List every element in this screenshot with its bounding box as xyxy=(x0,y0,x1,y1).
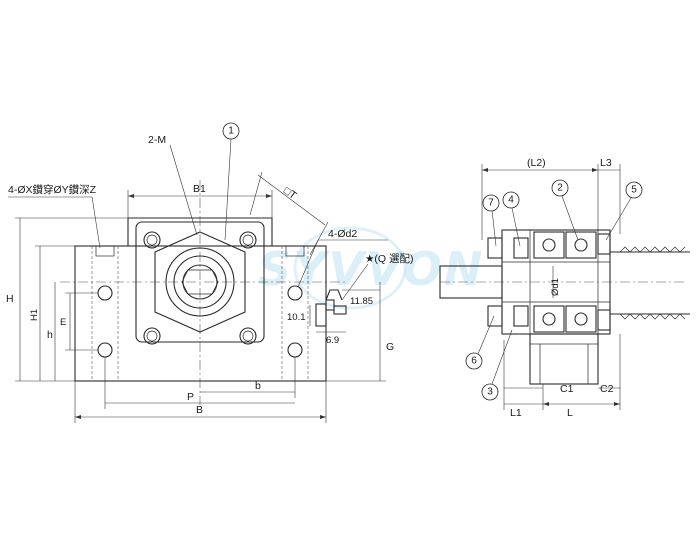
callout-6: 6 xyxy=(471,356,477,367)
callout-5: 5 xyxy=(631,185,637,196)
label-2m: 2-M xyxy=(148,134,166,146)
dim-b1: B1 xyxy=(193,183,206,195)
callout-2: 2 xyxy=(557,183,563,194)
label-holes: 4-ØX鑽穿ØY鑽深Z xyxy=(8,183,97,196)
side-view: Ød1 (L2) L3 C1 C2 L1 L 7 4 xyxy=(439,157,690,419)
dim-grease-w: 6.9 xyxy=(326,335,339,346)
dim-b-small: b xyxy=(255,380,261,392)
dim-grease-y: 10.1 xyxy=(287,312,306,323)
dim-g: G xyxy=(386,341,394,353)
dim-l: L xyxy=(567,407,573,419)
dim-p: P xyxy=(187,391,194,403)
dim-c1: C1 xyxy=(560,383,574,395)
label-grease: ★(Q 選配) xyxy=(365,252,414,265)
bearings xyxy=(533,231,597,333)
callout-1: 1 xyxy=(228,126,234,137)
callout-4: 4 xyxy=(508,195,514,206)
dim-b-total: B xyxy=(196,404,203,416)
watermark-text: SYVVON xyxy=(258,242,484,296)
dim-h1: H1 xyxy=(29,309,40,321)
label-d2: 4-Ød2 xyxy=(328,228,357,240)
dim-c2: C2 xyxy=(600,383,614,395)
front-view: B1 □T 2-M 1 4-ØX鑽穿ØY鑽深Z 4-Ød2 ★(Q 選配) 11… xyxy=(6,122,414,423)
dim-square-t: □T xyxy=(281,185,299,203)
watermark-logo: SYVVON xyxy=(258,226,484,310)
dim-grease-h: 11.85 xyxy=(350,296,373,307)
dim-d1: Ød1 xyxy=(550,278,561,296)
callout-7: 7 xyxy=(488,198,494,209)
dim-h-small: h xyxy=(47,329,53,341)
dim-h-total: H xyxy=(6,293,14,305)
dim-l3: L3 xyxy=(600,157,612,169)
callout-3: 3 xyxy=(487,387,493,398)
dim-l1: L1 xyxy=(510,407,522,419)
dim-e: E xyxy=(60,317,66,328)
dim-l2: (L2) xyxy=(527,157,546,169)
grease-nipple xyxy=(315,289,347,327)
